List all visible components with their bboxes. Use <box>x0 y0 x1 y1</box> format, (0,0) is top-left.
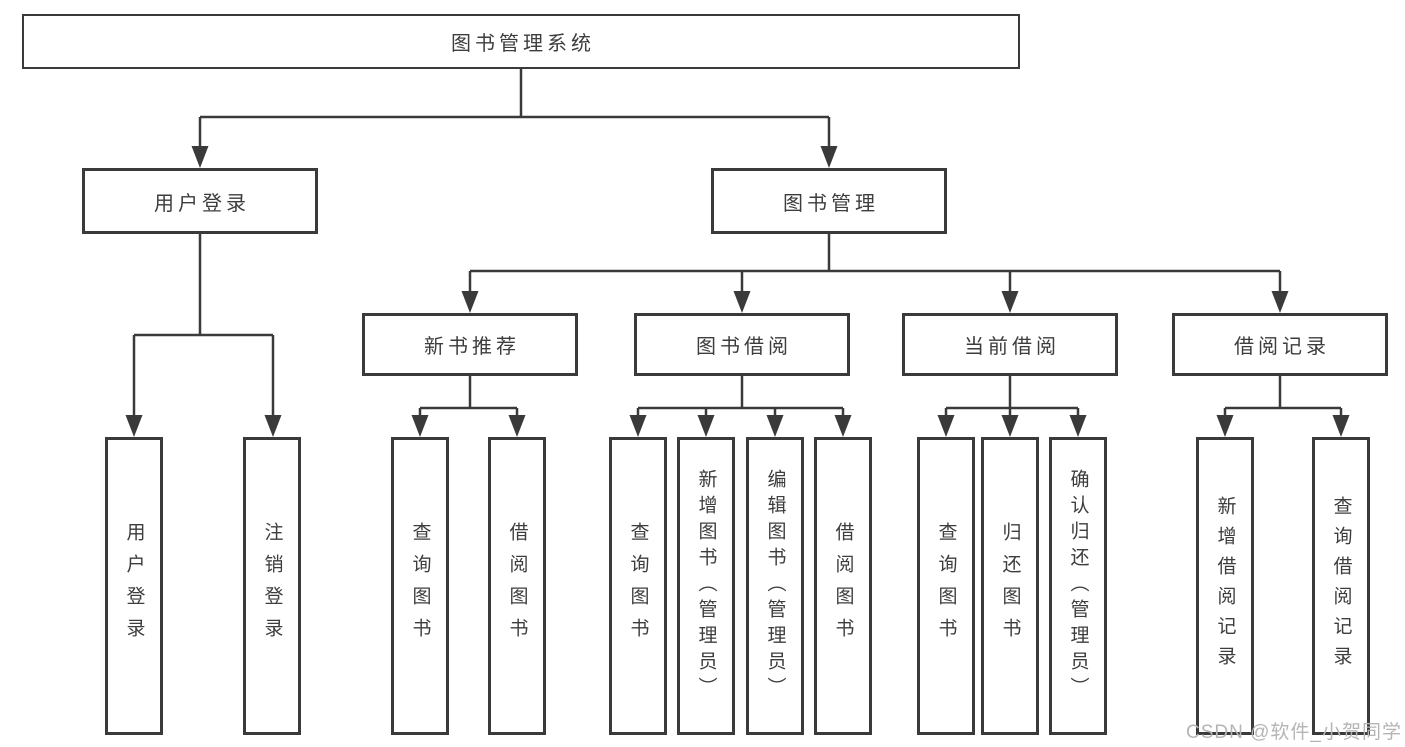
node-leaf-query-book-current: 查询图书 <box>917 437 975 735</box>
arrow-down-icon <box>461 291 479 313</box>
node-user-login: 用户登录 <box>82 168 318 234</box>
edge-user-login-children <box>132 234 275 420</box>
node-root-library-system: 图书管理系统 <box>22 14 1020 69</box>
arrow-down-icon <box>697 415 715 437</box>
arrow-down-icon <box>1069 415 1087 437</box>
arrow-down-icon <box>733 291 751 313</box>
arrow-down-icon <box>766 415 784 437</box>
node-leaf-user-login: 用户登录 <box>105 437 163 735</box>
arrow-down-icon <box>1216 415 1234 437</box>
arrow-down-icon <box>508 415 526 437</box>
node-leaf-query-borrow-record: 查询借阅记录 <box>1312 437 1370 735</box>
node-new-book-recommend: 新书推荐 <box>362 313 578 376</box>
edge-borrow-records-children <box>1223 376 1343 420</box>
node-leaf-borrow-book: 借阅图书 <box>814 437 872 735</box>
edge-current-borrow-children <box>944 376 1080 420</box>
node-leaf-add-borrow-record: 新增借阅记录 <box>1196 437 1254 735</box>
arrow-down-icon <box>125 415 143 437</box>
arrow-down-icon <box>411 415 429 437</box>
arrow-down-icon <box>1001 291 1019 313</box>
arrow-down-icon <box>937 415 955 437</box>
node-leaf-return-book: 归还图书 <box>981 437 1039 735</box>
node-leaf-query-book-recommend: 查询图书 <box>391 437 449 735</box>
arrow-down-icon <box>629 415 647 437</box>
arrow-down-icon <box>1332 415 1350 437</box>
node-leaf-add-book-admin: 新增图书（管理员） <box>677 437 735 735</box>
node-leaf-edit-book-admin: 编辑图书（管理员） <box>746 437 804 735</box>
arrowheads <box>125 146 1350 437</box>
edge-book-borrow-children <box>636 376 845 420</box>
csdn-watermark: CSDN @软件_小贺同学 <box>1186 722 1402 743</box>
arrow-down-icon <box>264 415 282 437</box>
node-leaf-borrow-book-recommend: 借阅图书 <box>488 437 546 735</box>
node-current-borrow: 当前借阅 <box>902 313 1118 376</box>
arrow-down-icon <box>820 146 838 168</box>
node-borrow-records: 借阅记录 <box>1172 313 1388 376</box>
arrow-down-icon <box>1271 291 1289 313</box>
arrow-down-icon <box>834 415 852 437</box>
node-book-borrow: 图书借阅 <box>634 313 850 376</box>
node-leaf-confirm-return-admin: 确认归还（管理员） <box>1049 437 1107 735</box>
edge-root-to-level2 <box>198 69 831 150</box>
node-leaf-logout-login: 注销登录 <box>243 437 301 735</box>
node-book-management: 图书管理 <box>711 168 947 234</box>
arrow-down-icon <box>1001 415 1019 437</box>
edge-book-management-children <box>468 234 1282 296</box>
node-leaf-query-book-borrow: 查询图书 <box>609 437 667 735</box>
arrow-down-icon <box>191 146 209 168</box>
edge-new-book-recommend-children <box>418 376 519 420</box>
